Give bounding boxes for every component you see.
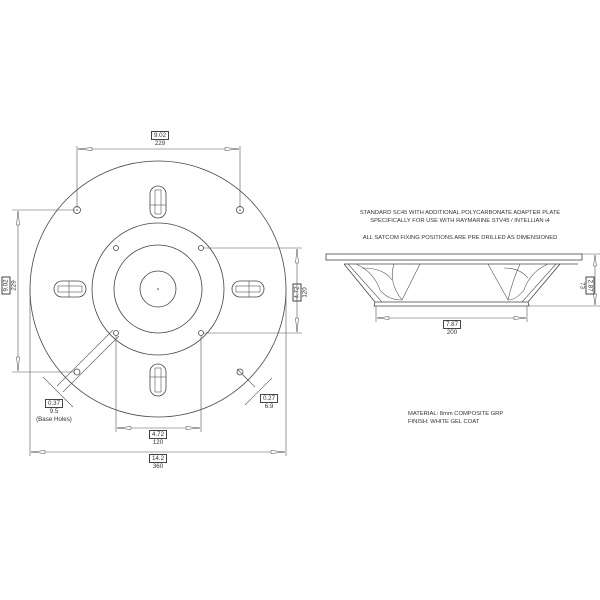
bottom-inner-dim-label: 4.72 120 <box>142 430 174 447</box>
finish-text: FINISH: WHITE GEL COAT <box>408 419 480 425</box>
center-circle <box>139 270 177 308</box>
plan-view <box>12 146 302 456</box>
top-dim-label: 9.02 229 <box>144 131 176 148</box>
dimension-left <box>12 209 75 373</box>
slot-left <box>53 280 87 298</box>
slot-right <box>231 280 265 298</box>
left-dim-label: 9.02 229 <box>1 266 19 306</box>
note-line-2: SPECIFICALLY FOR USE WITH RAYMARINE STV4… <box>370 218 550 224</box>
adapter-plate-circle <box>91 222 225 356</box>
side-width-dim-label: 7.87 200 <box>436 320 468 337</box>
fixing-holes <box>73 206 244 376</box>
dimension-bottom-inner <box>115 336 202 432</box>
adapter-plate-edge <box>325 253 583 261</box>
side-view <box>325 253 600 322</box>
diagonal-leaders <box>42 329 273 408</box>
dimension-top <box>76 146 241 208</box>
material-notes: MATERIAL: 8mm COMPOSITE GRP FINISH: WHIT… <box>408 410 503 426</box>
inner-ring-circle <box>113 244 203 334</box>
slot-bottom <box>149 363 167 397</box>
spec-notes: STANDARD SC45 WITH ADDITIONAL POLYCARBON… <box>340 209 580 242</box>
dimension-overall <box>29 289 287 456</box>
material-text: MATERIAL: 8mm COMPOSITE GRP <box>408 411 504 417</box>
slot-top <box>149 185 167 219</box>
dimension-right <box>204 247 302 334</box>
note-line-1: STANDARD SC45 WITH ADDITIONAL POLYCARBON… <box>359 210 561 216</box>
overall-dim-label: 14.2 360 <box>142 454 174 471</box>
right-dim-label: 4.72 120 <box>292 273 310 313</box>
small-hole-dim-label: 0.27 6.9 <box>256 394 282 411</box>
note-line-3: ALL SATCOM FIXING POSITIONS ARE PRE DRIL… <box>362 235 558 241</box>
base-hole-dim-label: 0.37 9.5 (Base Holes) <box>36 399 72 423</box>
side-height-dim-label: 2.87 73 <box>578 266 595 306</box>
